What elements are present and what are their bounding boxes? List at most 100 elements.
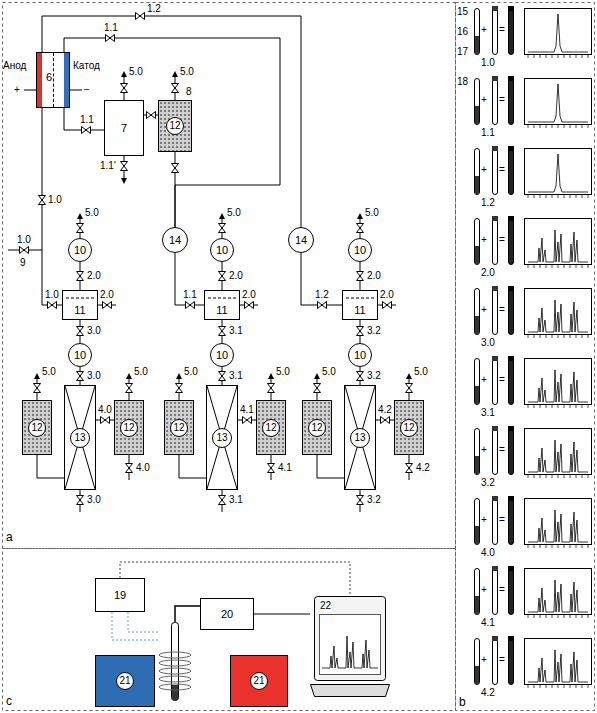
storage-tank: 12: [302, 400, 332, 455]
node-number: 12: [166, 117, 184, 135]
nmr-spectrum: [525, 289, 592, 339]
node-number: 12: [120, 419, 138, 437]
callout-label: a: [6, 530, 13, 544]
callout-label: 17: [457, 46, 468, 57]
panel-frames: [3, 3, 595, 711]
thermostat-box: 21: [230, 655, 288, 707]
membrane-mark: [205, 291, 239, 303]
vent-arrow: [121, 178, 127, 184]
tube-row: [475, 6, 515, 55]
nmr-spectrum: [525, 639, 592, 689]
callout-label: 2.0: [481, 267, 495, 278]
valve: [126, 464, 133, 473]
callout-label: 4.2: [481, 687, 495, 698]
nmr-spectrum: [525, 429, 592, 479]
callout-label: 5.0: [414, 366, 428, 377]
node-number: 12: [400, 419, 418, 437]
membrane-line: [66, 298, 94, 299]
callout-label: 1.1: [481, 127, 495, 138]
node-number: 11: [354, 304, 365, 316]
callout-label: +: [481, 94, 487, 105]
callout-label: =: [499, 444, 505, 455]
callout-label: 5.0: [227, 207, 241, 218]
pump-circle: 14: [288, 227, 314, 253]
laptop-screen: [315, 597, 386, 681]
callout-label: 5.0: [134, 366, 148, 377]
callout-label: 2.0: [229, 270, 243, 281]
vent-arrow: [268, 373, 274, 379]
callout-label: =: [499, 654, 505, 665]
pipe-line: [120, 562, 350, 596]
pipe-line: [37, 455, 64, 478]
coil-turn: [159, 668, 191, 674]
valve: [219, 272, 226, 281]
equipment-box: 19: [95, 578, 145, 612]
packing-line: [65, 386, 95, 489]
valve: [34, 384, 41, 393]
tube-row: [475, 636, 515, 685]
callout-label: +: [481, 24, 487, 35]
nmr-tube: [172, 623, 179, 701]
callout-label: 3.0: [87, 325, 101, 336]
callout-label: 3.2: [481, 477, 495, 488]
valve: [268, 384, 275, 393]
callout-label: 2.0: [87, 270, 101, 281]
valve: [20, 247, 29, 254]
callout-label: 5.0: [42, 366, 56, 377]
callout-label: 5.0: [180, 66, 194, 77]
filter-box: 11: [342, 290, 378, 320]
vent-pipe: [37, 219, 129, 512]
tube-sample: [172, 685, 178, 700]
callout-label: 3.1: [229, 325, 243, 336]
coil-turn: [159, 684, 191, 690]
vent-arrow: [34, 373, 40, 379]
anode-strip: [37, 53, 42, 107]
tube-row: [475, 566, 515, 615]
pump-circle: 10: [348, 343, 372, 367]
valve: [106, 35, 115, 42]
callout-label: =: [499, 94, 505, 105]
node-number: 22: [320, 600, 331, 612]
valve: [243, 417, 252, 424]
callout-label: 5.0: [85, 207, 99, 218]
coil-turn: [159, 652, 191, 658]
callout-label: =: [499, 584, 505, 595]
valve: [219, 496, 226, 505]
vent-arrow: [219, 213, 225, 219]
valve: [318, 302, 327, 309]
valve: [77, 327, 84, 336]
callout-label: 9: [20, 257, 26, 268]
callout-label: 1.0: [481, 57, 495, 68]
storage-tank: 12: [164, 400, 194, 455]
node-number: 7: [121, 122, 127, 134]
node-number: 10: [216, 244, 228, 256]
vent-pipe: [179, 219, 271, 512]
pipe-line: [254, 614, 310, 615]
membrane-mark: [63, 291, 97, 303]
valve: [357, 272, 364, 281]
callout-label: 5.0: [365, 207, 379, 218]
callout-label: 2.0: [380, 289, 394, 300]
callout-label: 1.0: [48, 194, 62, 205]
node-number: 6: [46, 71, 52, 83]
callout-label: +: [481, 234, 487, 245]
packing-line: [207, 386, 237, 489]
tube-row: [475, 496, 515, 545]
valve: [176, 384, 183, 393]
node-number: 19: [114, 589, 126, 601]
valve: [136, 13, 145, 20]
callout-label: 4.1: [278, 462, 292, 473]
callout-label: 1.2: [481, 197, 495, 208]
callout-label: +: [481, 374, 487, 385]
callout-label: 3.0: [87, 370, 101, 381]
nmr-spectrum: [525, 499, 592, 549]
callout-label: c: [6, 694, 12, 708]
column-vessel: 13: [206, 385, 238, 490]
callout-label: 3.1: [229, 494, 243, 505]
node-number: 20: [221, 608, 233, 620]
coil-turn: [159, 676, 191, 682]
node-number: 12: [308, 419, 326, 437]
valve: [147, 112, 156, 119]
callout-label: 4.2: [416, 462, 430, 473]
node-number: 14: [295, 234, 307, 246]
